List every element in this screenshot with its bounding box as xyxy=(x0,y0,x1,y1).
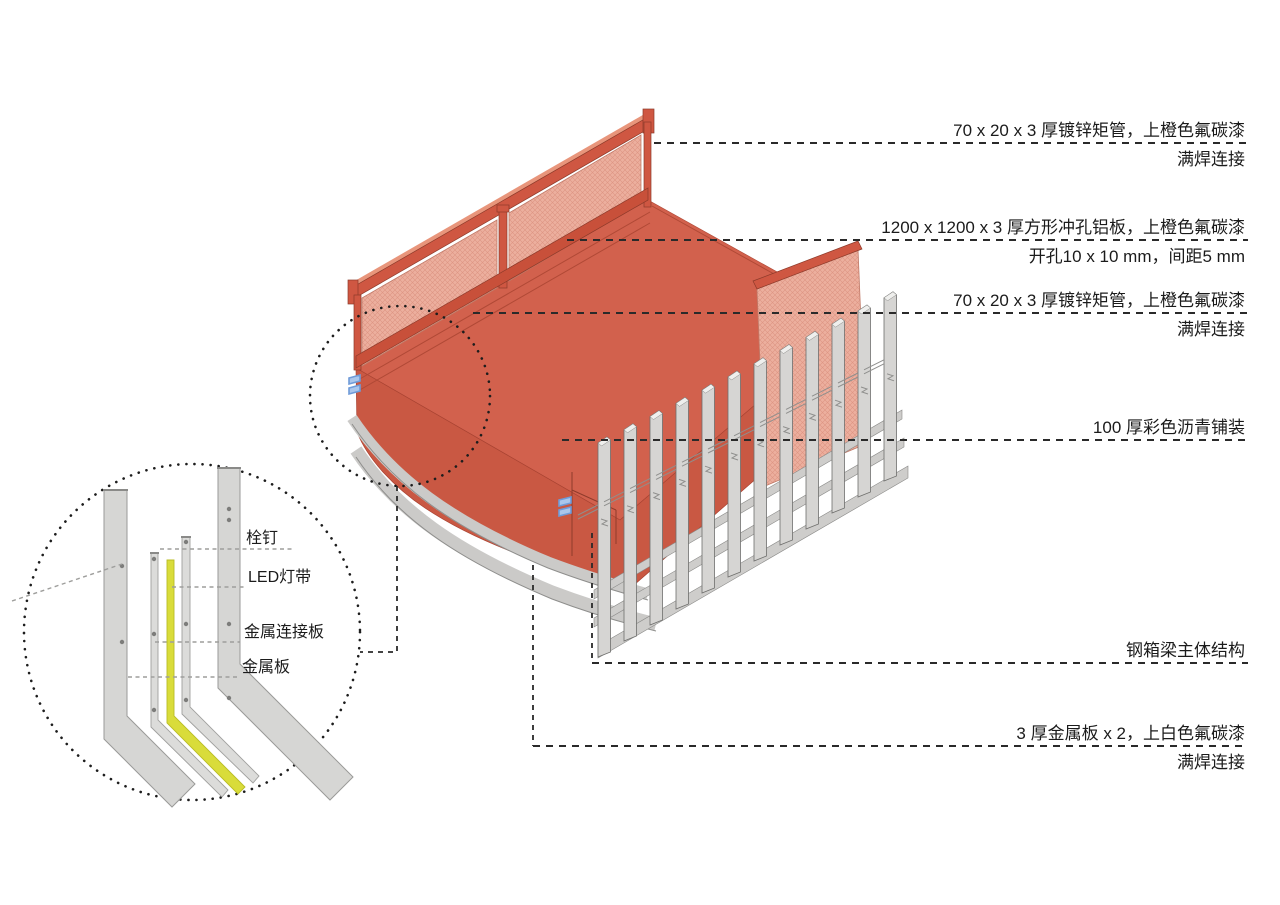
fin xyxy=(837,304,871,498)
right-mesh-top-rail xyxy=(752,240,863,290)
railing-right-post xyxy=(643,121,652,208)
vertical-fins xyxy=(577,291,897,658)
fin xyxy=(655,396,689,610)
clip-left xyxy=(348,373,361,396)
stud-dot xyxy=(151,707,157,713)
railing-bottom-rail xyxy=(355,187,649,369)
annotation-6-line-2: 满焊连接 xyxy=(1177,753,1245,772)
girder-lower-edge xyxy=(355,456,657,632)
studs xyxy=(119,506,232,713)
detail-view: 栓钉 LED灯带 金属连接板 金属板 xyxy=(11,467,354,808)
fin xyxy=(603,423,637,642)
stud-dot xyxy=(183,697,189,703)
stud-dot xyxy=(226,506,232,512)
annotation-4: 100 厚彩色沥青铺装 xyxy=(562,418,1248,441)
annotation-1-line-1: 70 x 20 x 3 厚镀锌矩管，上橙色氟碳漆 xyxy=(953,121,1245,140)
fin xyxy=(759,344,793,546)
fin xyxy=(681,383,715,594)
label-connector-plate: 金属连接板 xyxy=(244,623,324,641)
annotation-1-line-2: 满焊连接 xyxy=(1177,150,1245,169)
detail-zoom-circle xyxy=(22,462,362,802)
railing-left-cap xyxy=(347,279,359,305)
label-led-strip: LED灯带 xyxy=(248,568,311,586)
detail-source-circle xyxy=(308,304,492,488)
annotation-4-line-1: 100 厚彩色沥青铺装 xyxy=(1093,418,1245,437)
stud-dot xyxy=(119,639,125,645)
fin xyxy=(785,330,819,530)
plate-top-caps xyxy=(103,467,241,554)
fin xyxy=(577,436,611,658)
stud-dot xyxy=(226,517,232,523)
stud-dot xyxy=(183,621,189,627)
stud-dot xyxy=(226,621,232,627)
stud-dot xyxy=(226,695,232,701)
girder-upper-edge xyxy=(351,423,649,601)
annotation-2-line-1: 1200 x 1200 x 3 厚方形冲孔铝板，上橙色氟碳漆 xyxy=(881,218,1245,237)
led-strip xyxy=(166,559,246,795)
stud-dot xyxy=(183,539,189,545)
label-metal-plate: 金属板 xyxy=(242,658,290,676)
stud-dot xyxy=(151,631,157,637)
connection-clips xyxy=(348,373,572,518)
back-railing xyxy=(347,108,655,371)
annotation-3-line-1: 70 x 20 x 3 厚镀锌矩管，上橙色氟碳漆 xyxy=(953,291,1245,310)
fin xyxy=(811,317,845,514)
annotation-5-line-1: 钢箱梁主体结构 xyxy=(1126,641,1245,660)
annotation-6-line-1: 3 厚金属板 x 2，上白色氟碳漆 xyxy=(1016,724,1245,743)
annotation-2-line-2: 开孔10 x 10 mm，间距5 mm xyxy=(1029,247,1245,266)
railing-mid-post-cap xyxy=(496,204,510,213)
railing-left-post xyxy=(353,294,362,371)
stud-dot xyxy=(151,556,157,562)
annotation-1: 70 x 20 x 3 厚镀锌矩管，上橙色氟碳漆 满焊连接 xyxy=(654,121,1248,169)
railing-top-rail-top xyxy=(353,112,648,288)
fin xyxy=(707,370,741,578)
annotation-2: 1200 x 1200 x 3 厚方形冲孔铝板，上橙色氟碳漆 开孔10 x 10… xyxy=(567,218,1248,266)
railing-mesh-left xyxy=(361,219,498,367)
annotation-5: 钢箱梁主体结构 xyxy=(591,533,1248,664)
fin xyxy=(863,291,897,482)
annotation-3: 70 x 20 x 3 厚镀锌矩管，上橙色氟碳漆 满焊连接 xyxy=(473,291,1248,339)
detail-connector-line xyxy=(360,486,398,653)
fin xyxy=(733,357,767,562)
annotation-3-line-2: 满焊连接 xyxy=(1177,320,1245,339)
clip-front xyxy=(558,495,572,518)
label-stud: 栓钉 xyxy=(246,529,278,547)
annotation-6: 3 厚金属板 x 2，上白色氟碳漆 满焊连接 xyxy=(532,565,1248,772)
fin-bottom-rails xyxy=(593,409,909,659)
fin xyxy=(629,410,663,626)
